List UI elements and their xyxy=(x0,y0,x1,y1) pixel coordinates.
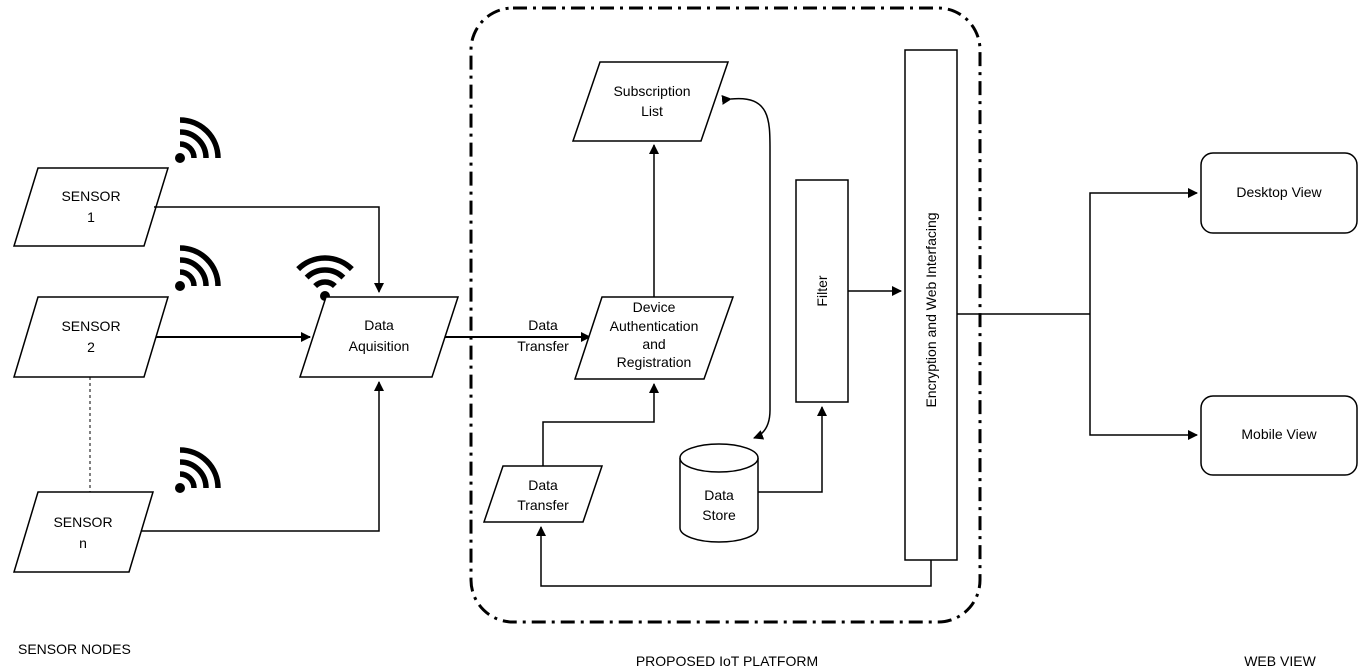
to-mobile-connector xyxy=(1089,314,1198,440)
data-acquisition-label-1: Data xyxy=(364,317,394,333)
device-auth-label-2: Authentication xyxy=(610,318,699,334)
sensor-1-connector xyxy=(154,206,384,293)
datastore-to-filter-connector xyxy=(758,406,827,493)
device-authentication: Device Authentication and Registration xyxy=(573,296,735,380)
data-store-label-1: Data xyxy=(704,487,734,503)
sensor-n: SENSOR n xyxy=(12,491,155,573)
mobile-view: Mobile View xyxy=(1200,395,1358,476)
filter-block: Filter xyxy=(795,179,849,403)
wifi-signal-icon xyxy=(175,120,218,163)
subscription-list-label-2: List xyxy=(641,103,663,119)
data-transfer-box: Data Transfer xyxy=(482,465,604,523)
data-acquisition: Data Aquisition xyxy=(298,296,460,378)
sensor-1-number: 1 xyxy=(87,209,95,225)
device-auth-label-4: Registration xyxy=(617,354,692,370)
data-store-label-2: Store xyxy=(702,507,736,523)
subscription-list: Subscription List xyxy=(571,61,730,142)
sensor-n-label: SENSOR xyxy=(53,514,112,530)
section-web-view: WEB VIEW xyxy=(1244,653,1316,669)
transfer-to-auth-connector xyxy=(542,383,659,466)
to-desktop-connector xyxy=(1089,188,1198,314)
data-store: Data Store xyxy=(679,443,759,543)
section-sensor-nodes: SENSOR NODES xyxy=(18,641,131,657)
sensor-2-label: SENSOR xyxy=(61,318,120,334)
sensor-2-number: 2 xyxy=(87,339,95,355)
data-transfer-box-label-2: Transfer xyxy=(517,497,569,513)
data-transfer-box-label-1: Data xyxy=(528,477,558,493)
section-platform: PROPOSED IoT PLATFORM xyxy=(636,653,818,669)
sensor-2: SENSOR 2 xyxy=(12,296,170,378)
sensor-1-label: SENSOR xyxy=(61,188,120,204)
sensor-n-connector xyxy=(141,381,384,532)
device-auth-label-3: and xyxy=(642,336,665,352)
data-transfer-label-2: Transfer xyxy=(517,338,569,354)
encryption-label: Encryption and Web Interfacing xyxy=(923,212,939,407)
data-acquisition-label-2: Aquisition xyxy=(349,338,410,354)
desktop-view: Desktop View xyxy=(1200,152,1358,234)
mobile-view-label: Mobile View xyxy=(1241,426,1317,442)
filter-label: Filter xyxy=(814,275,830,306)
platform-boundary xyxy=(469,6,982,624)
wifi-signal-icon xyxy=(295,242,356,303)
device-auth-label-1: Device xyxy=(633,299,676,315)
subscription-datastore-connector xyxy=(721,94,771,440)
subscription-list-label-1: Subscription xyxy=(613,83,690,99)
sensor-1: SENSOR 1 xyxy=(12,167,170,247)
wifi-signal-icon xyxy=(175,450,218,493)
wifi-signal-icon xyxy=(175,248,218,291)
desktop-view-label: Desktop View xyxy=(1236,184,1322,200)
sensor-n-number: n xyxy=(79,535,87,551)
data-transfer-label-1: Data xyxy=(528,317,558,333)
encryption-web-interfacing: Encryption and Web Interfacing xyxy=(904,49,958,561)
encryption-to-transfer-connector xyxy=(536,526,932,587)
